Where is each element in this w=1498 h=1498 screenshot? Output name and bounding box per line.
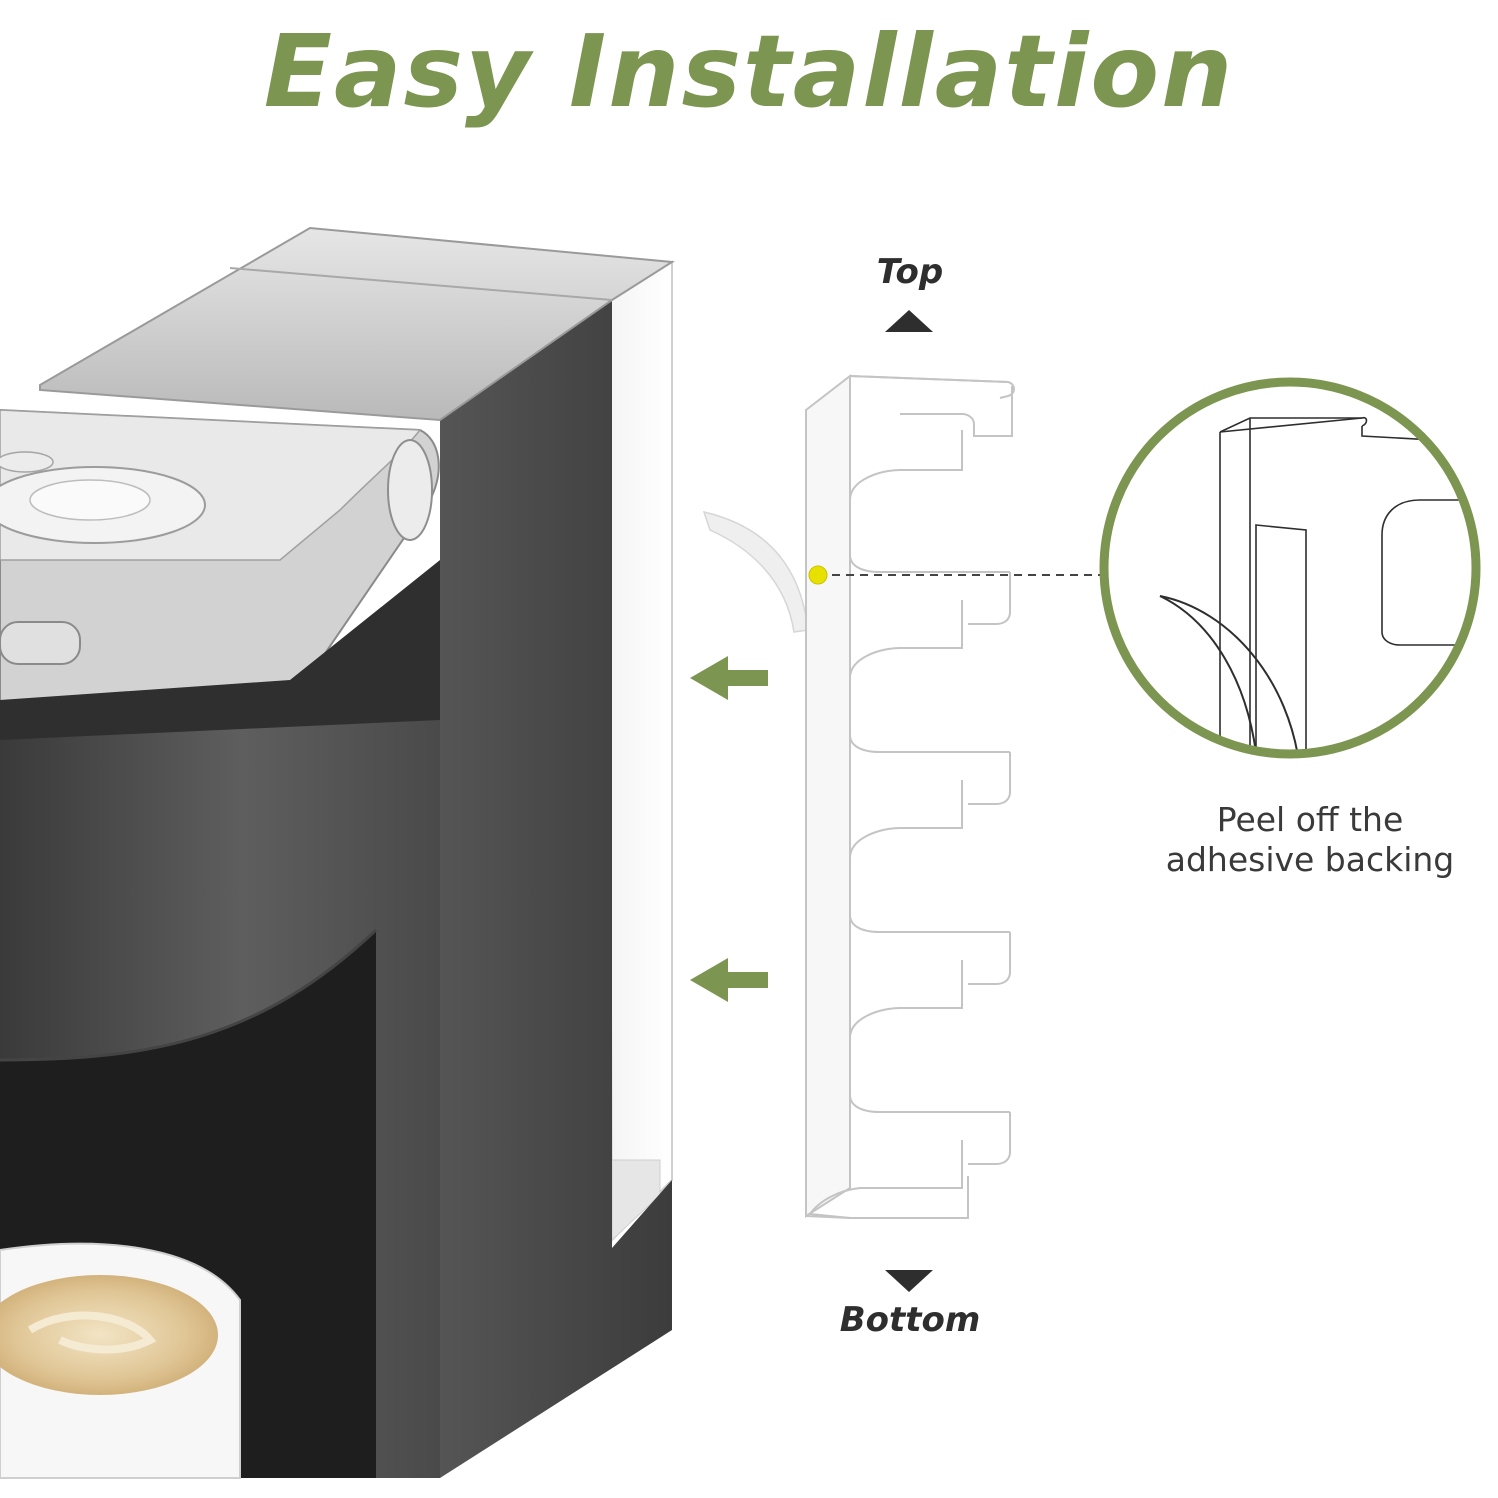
arrow-left-icon — [690, 656, 768, 700]
dot-icon — [808, 565, 828, 585]
pod-holder — [805, 373, 1015, 1219]
triangle-up-icon — [885, 310, 933, 332]
arrow-left-icon — [690, 958, 768, 1002]
page-title: Easy Installation — [263, 13, 1235, 130]
adhesive-backing-strip — [702, 510, 809, 633]
caption-line-1: Peel off the — [1216, 800, 1404, 839]
bottom-label: Bottom — [839, 1300, 981, 1340]
triangle-down-icon — [885, 1270, 933, 1292]
caption-line-2: adhesive backing — [1165, 840, 1455, 879]
peel-caption: Peel off the adhesive backing — [1130, 800, 1490, 880]
top-label: Top — [876, 252, 944, 292]
coffee-machine — [0, 226, 676, 1479]
zoom-detail — [1099, 377, 1481, 759]
